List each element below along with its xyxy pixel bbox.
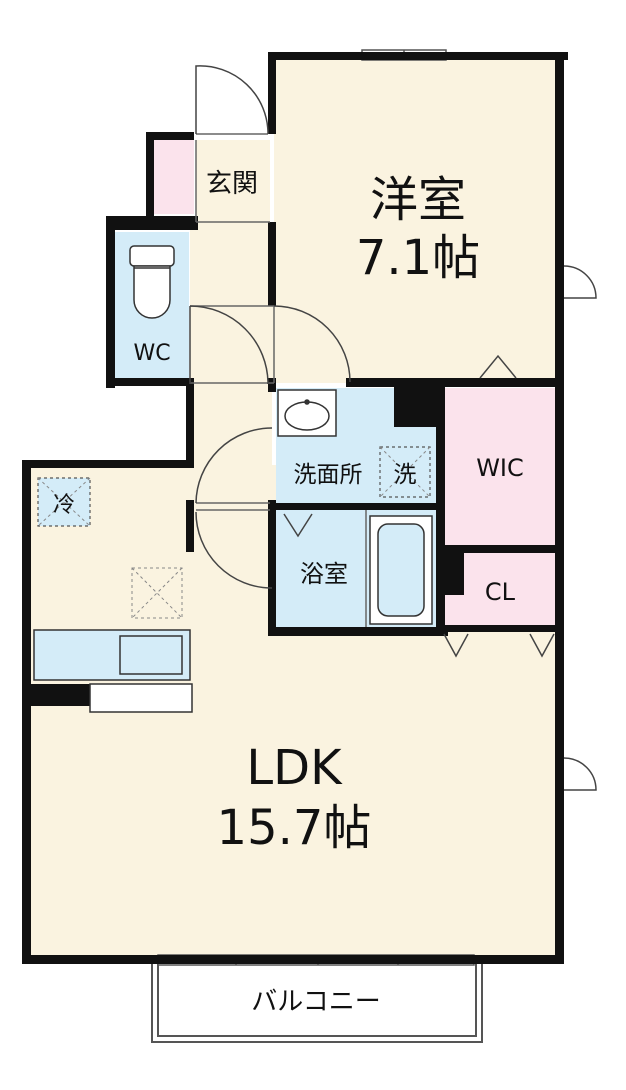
kitchen-counter-icon (33, 629, 193, 713)
range-hood-spot (131, 567, 183, 619)
western-room-size: 7.1帖 (356, 230, 480, 286)
western-room-label: 洋室 (370, 172, 466, 228)
bathtub-icon (369, 515, 433, 625)
ldk-label: LDK (246, 740, 343, 796)
fridge-spot (37, 477, 91, 527)
washer-label: 洗 (394, 462, 417, 488)
balcony-outline (151, 962, 483, 1043)
balcony-label: バルコニー (251, 987, 380, 1017)
washer-spot (379, 446, 431, 498)
western-room-floor (274, 58, 559, 383)
fridge-label: 冷 (53, 493, 75, 518)
entrance-floor (196, 140, 270, 224)
ldk-floor-upper (190, 383, 272, 468)
wc-label: WC (133, 341, 170, 366)
entrance-label: 玄関 (206, 169, 258, 199)
closet-label: CL (485, 578, 516, 606)
partitions (190, 133, 367, 627)
bath-label: 浴室 (300, 560, 348, 588)
toilet-icon (129, 245, 175, 319)
ldk-size: 15.7帖 (217, 800, 372, 856)
wic-label: WIC (476, 454, 524, 482)
door-swing-icon (189, 65, 597, 791)
wic-floor (444, 388, 556, 548)
sink-icon (277, 389, 337, 437)
entrance-step-floor (152, 140, 194, 214)
hall-floor (190, 222, 274, 387)
balcony-floor (152, 962, 482, 1042)
washroom-label: 洗面所 (294, 462, 363, 488)
walls (22, 52, 568, 964)
